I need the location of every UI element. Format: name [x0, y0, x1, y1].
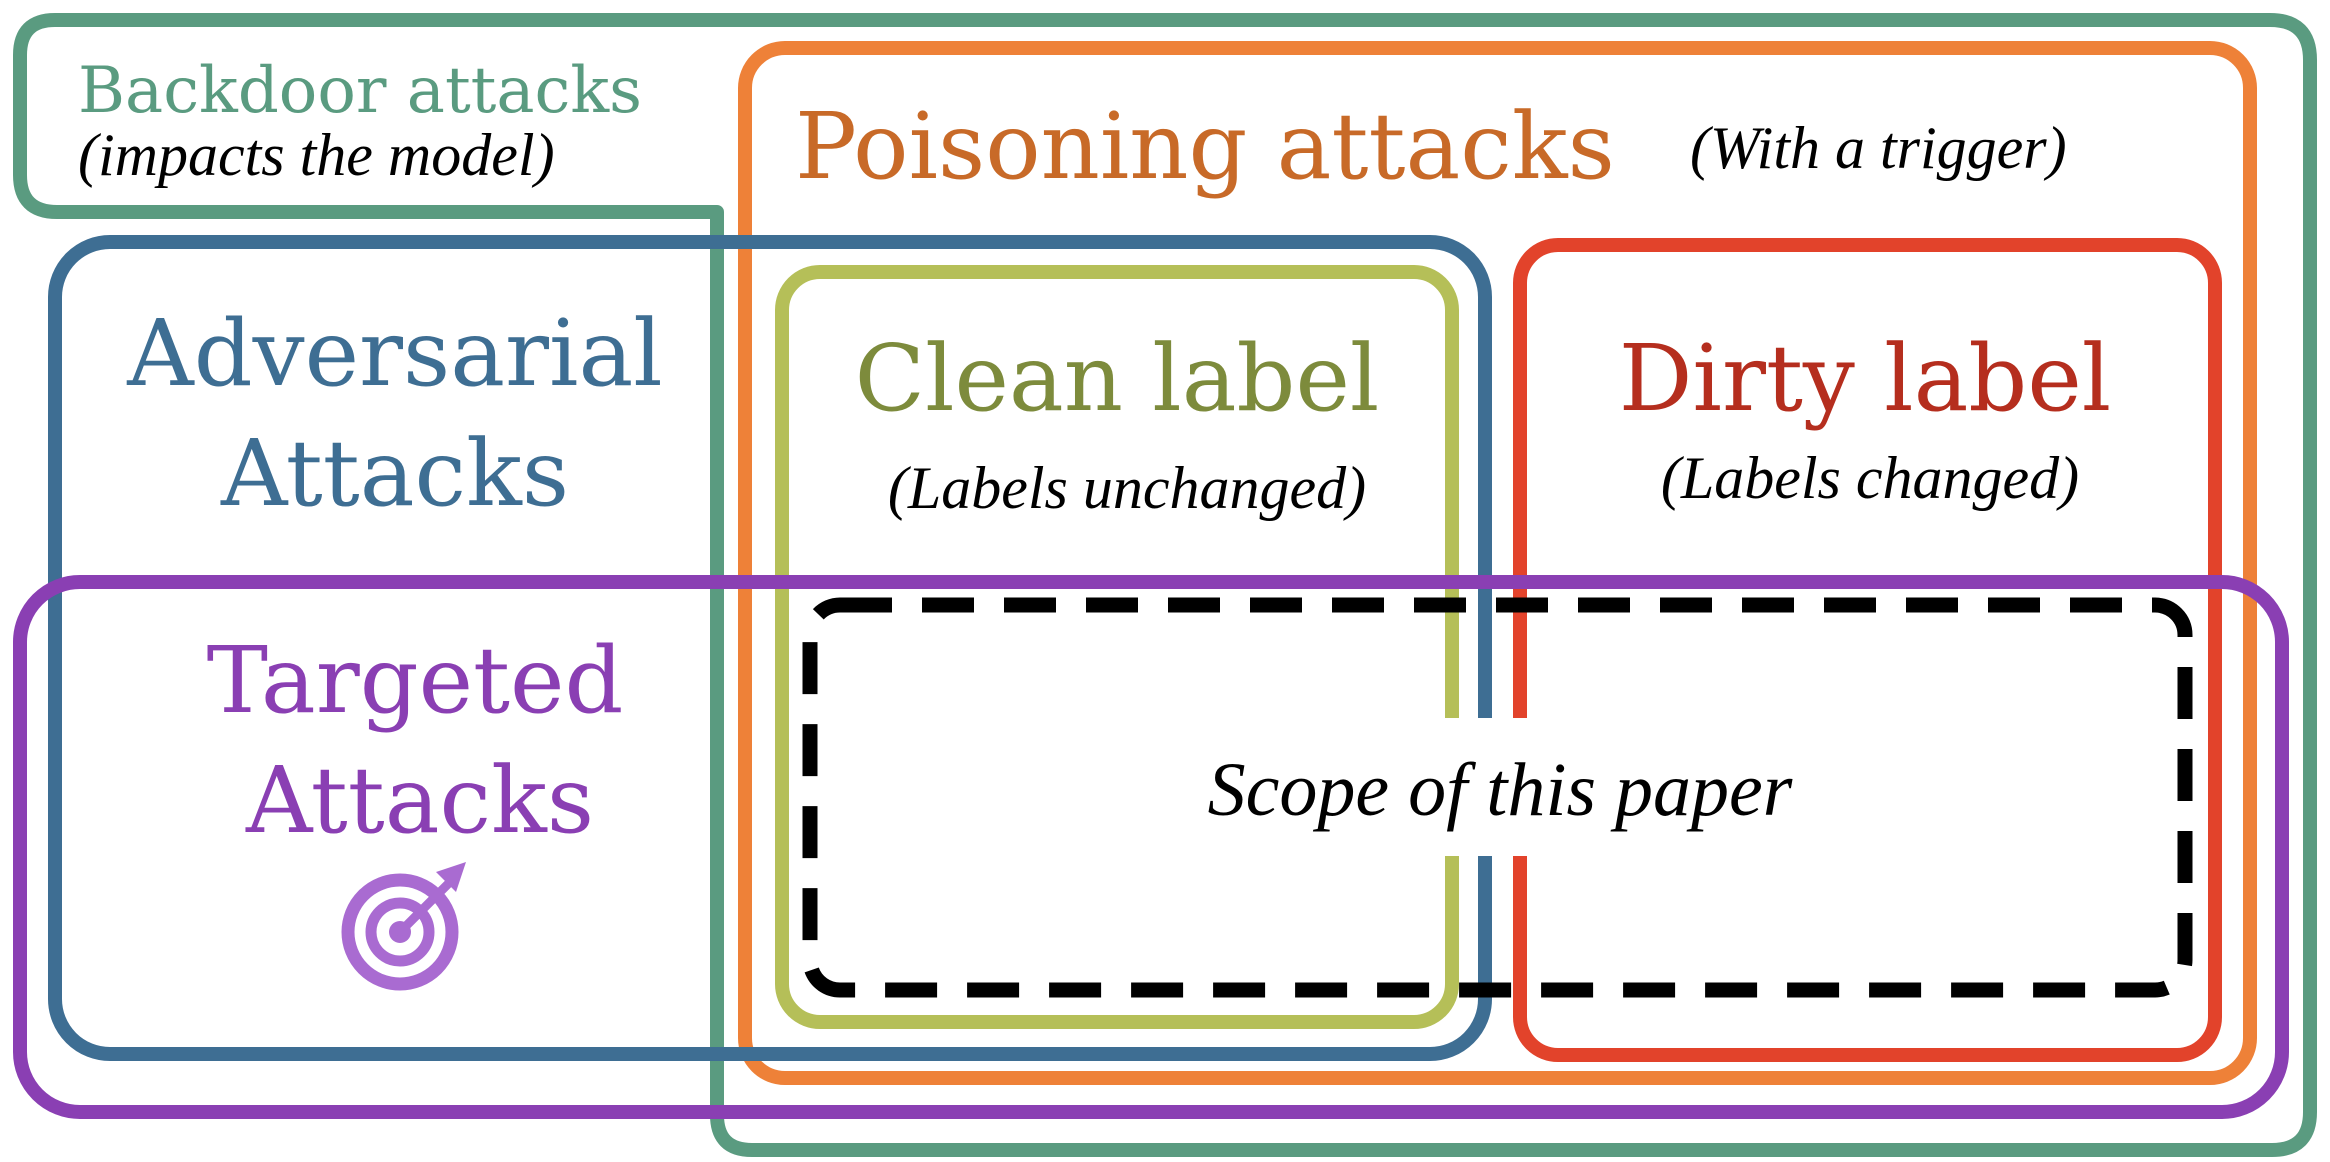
clean-label-title: Clean label — [855, 325, 1380, 432]
backdoor-attacks-region — [13, 13, 2317, 1157]
targeted-attacks-title-line2: Attacks — [245, 747, 594, 854]
clean-label-subtitle: (Labels unchanged) — [888, 455, 1366, 521]
adversarial-attacks-title-line2: Attacks — [220, 420, 569, 527]
clean-label-region — [775, 265, 1459, 1029]
scope-label-background — [1170, 718, 1860, 856]
targeted-attacks-title-line1: Targeted — [207, 627, 624, 734]
targeted-attacks-region — [13, 575, 2289, 1119]
poisoning-attacks-region — [738, 41, 2257, 1085]
target-icon — [341, 862, 466, 991]
scope-of-paper-region — [802, 597, 2193, 998]
adversarial-attacks-region — [48, 235, 1492, 1061]
adversarial-attacks-title-line1: Adversarial — [126, 300, 662, 407]
backdoor-attacks-title: Backdoor attacks — [78, 54, 642, 128]
backdoor-attacks-subtitle: (impacts the model) — [78, 122, 555, 188]
scope-of-paper-label: Scope of this paper — [1208, 748, 1793, 832]
dirty-label-subtitle: (Labels changed) — [1661, 445, 2079, 511]
poisoning-attacks-note: (With a trigger) — [1690, 115, 2067, 181]
dirty-label-title: Dirty label — [1619, 325, 2111, 432]
dirty-label-region — [1513, 238, 2222, 1062]
poisoning-attacks-title: Poisoning attacks — [795, 93, 1615, 200]
